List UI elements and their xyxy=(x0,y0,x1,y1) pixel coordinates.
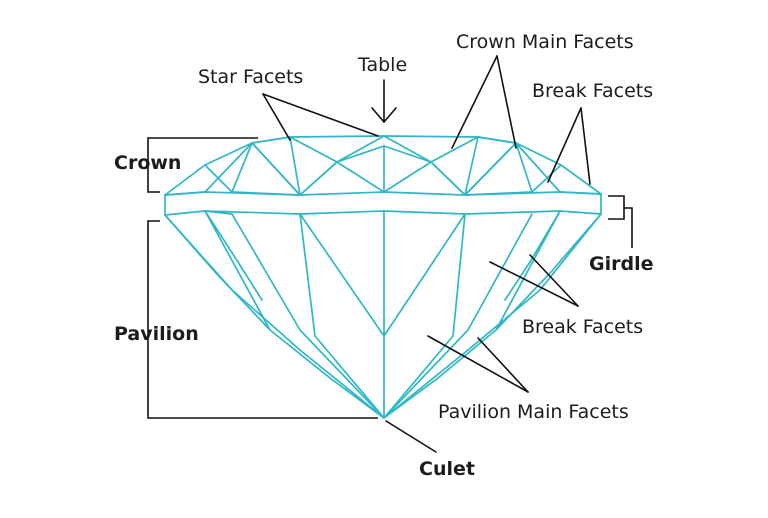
pavilion-main-left xyxy=(204,210,271,331)
pavilion-break-facets-label: Break Facets xyxy=(522,316,644,338)
crown-break-leader-2 xyxy=(580,107,591,185)
table-arrow-head xyxy=(371,107,397,124)
crown-break-left-2 xyxy=(231,142,301,196)
table-label: Table xyxy=(358,54,408,76)
crown-bracket xyxy=(147,137,258,193)
star-leader-1 xyxy=(262,93,291,141)
crown-break-right-2 xyxy=(464,142,533,196)
crown-break-leader-1 xyxy=(547,107,582,183)
crown-star-right xyxy=(383,135,479,163)
crown-main-facets-label: Crown Main Facets xyxy=(456,31,634,53)
pavilion-main-leader-2 xyxy=(477,337,529,393)
crown-star-left xyxy=(289,135,385,163)
crown-main-leader-2 xyxy=(496,55,517,149)
culet-label: Culet xyxy=(419,458,475,480)
pavilion-label: Pavilion xyxy=(114,323,199,345)
girdle-bracket xyxy=(608,195,633,248)
pavilion-break-leader-1 xyxy=(489,261,579,307)
pavilion-main-left-2 xyxy=(231,213,385,419)
star-leader-2 xyxy=(262,93,379,137)
crown-label: Crown xyxy=(114,152,182,174)
pavilion-break-left-a xyxy=(299,213,385,419)
diamond-facets xyxy=(164,135,602,419)
pavilion-main-right-2 xyxy=(383,213,533,419)
crown-main-leader-1 xyxy=(451,55,498,149)
girdle-tick-left xyxy=(204,210,233,215)
girdle-top-line xyxy=(164,191,602,196)
girdle-label: Girdle xyxy=(589,253,654,275)
star-facets-label: Star Facets xyxy=(198,66,304,88)
crown-break-facets-label: Break Facets xyxy=(532,80,654,102)
pavilion-main-leader-1 xyxy=(427,335,529,393)
pavilion-break-leader-2 xyxy=(529,254,579,307)
pavilion-bracket xyxy=(147,220,378,419)
pavilion-left-inner xyxy=(204,210,263,301)
pavilion-right-sweep xyxy=(383,213,602,419)
pavilion-main-facets-label: Pavilion Main Facets xyxy=(438,401,629,423)
pavilion-right-inner xyxy=(504,210,561,301)
pavilion-main-right xyxy=(495,210,561,331)
pavilion-break-left-b xyxy=(299,213,466,337)
leader-lines xyxy=(262,55,591,453)
pavilion-break-right-a xyxy=(383,213,466,419)
culet-leader xyxy=(385,420,437,453)
pavilion-left-sweep xyxy=(164,214,385,419)
